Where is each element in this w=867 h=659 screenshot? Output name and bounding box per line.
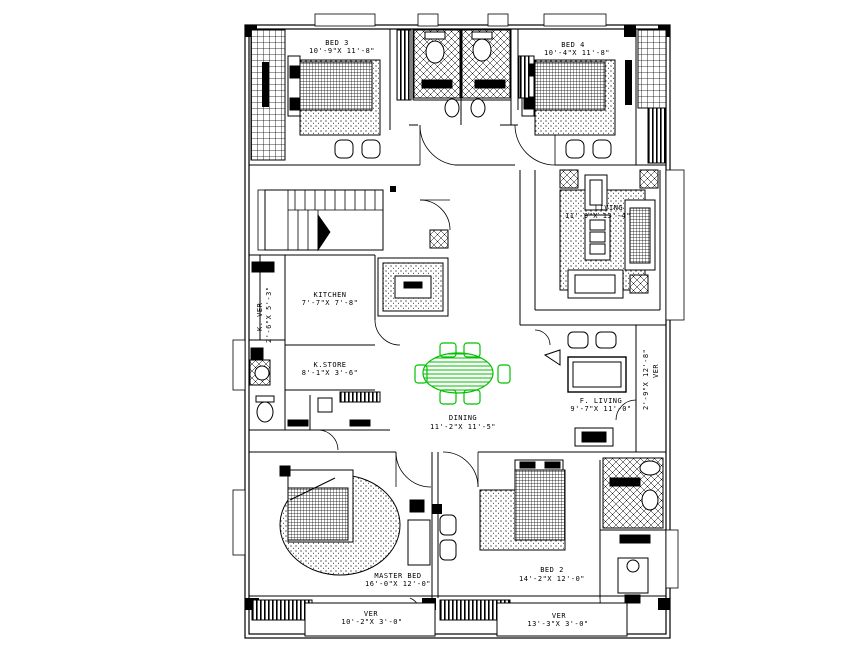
staircase: [257, 189, 383, 252]
ver-bottom-left-name: VER: [363, 610, 379, 618]
living-name: LIVING: [594, 204, 624, 212]
bed4-size: 10'-4"X 11'-8": [543, 49, 611, 57]
interior-walls: [249, 29, 666, 598]
ver-bottom-right-name: VER: [551, 612, 567, 620]
sliding-door-right: [625, 60, 632, 105]
bed-4-furniture: [521, 55, 616, 159]
living-furniture: [559, 169, 659, 299]
sliding-door-left: [262, 62, 269, 107]
bed4-name: BED 4: [561, 41, 585, 49]
master-bed-furniture: [279, 465, 457, 576]
kver-name: K. VER: [256, 302, 264, 331]
kitchen-name: KITCHEN: [313, 291, 347, 299]
bed3-name: BED 3: [325, 39, 349, 47]
duct: [377, 229, 449, 317]
bed2-name: BED 2: [540, 566, 564, 574]
dining-table-set: [414, 342, 511, 405]
fliving-size: 9'-7"X 11'-0": [570, 405, 632, 413]
dining-name: DINING: [448, 414, 478, 422]
ver-bottom-right-size: 13'-3"X 3'-0": [527, 620, 589, 628]
master-bed-size: 16'-0"X 12'-0": [364, 580, 432, 588]
bed-2-furniture: [479, 459, 566, 551]
living-size: 11'-9"X 13'-4": [564, 212, 632, 220]
bed-3-furniture: [287, 55, 381, 159]
ver-right-name: VER: [652, 363, 660, 378]
dining-size: 11'-2"X 11'-5": [429, 423, 497, 431]
family-living-furniture: [543, 331, 627, 447]
top-windows: [314, 13, 607, 27]
bed2-size: 14'-2"X 12'-0": [518, 575, 586, 583]
bed-2-toilet: [602, 457, 664, 604]
outer-walls: [244, 24, 671, 639]
ver-bottom-left-size: 10'-2"X 3'-0": [341, 618, 403, 626]
kstore-name: K.STORE: [313, 361, 347, 369]
kitchen-fixtures: [249, 261, 381, 427]
bottom-verandas: [251, 599, 628, 637]
master-bed-name: MASTER BED: [374, 572, 422, 580]
kstore-size: 8'-1"X 3'-6": [301, 369, 359, 377]
ver-right-size: 2'-9"X 12'-8": [642, 348, 650, 410]
side-windows: [232, 169, 685, 589]
kver-size: 2'-6"X 5'-3": [265, 286, 273, 343]
bed3-size: 10'-9"X 11'-8": [308, 47, 376, 55]
balcony-right: [637, 29, 667, 109]
top-bathrooms: [396, 29, 530, 118]
fliving-name: F. LIVING: [579, 397, 623, 405]
door-swings: [317, 124, 637, 621]
rail-right: [647, 107, 667, 164]
kitchen-size: 7'-7"X 7'-8": [301, 299, 359, 307]
